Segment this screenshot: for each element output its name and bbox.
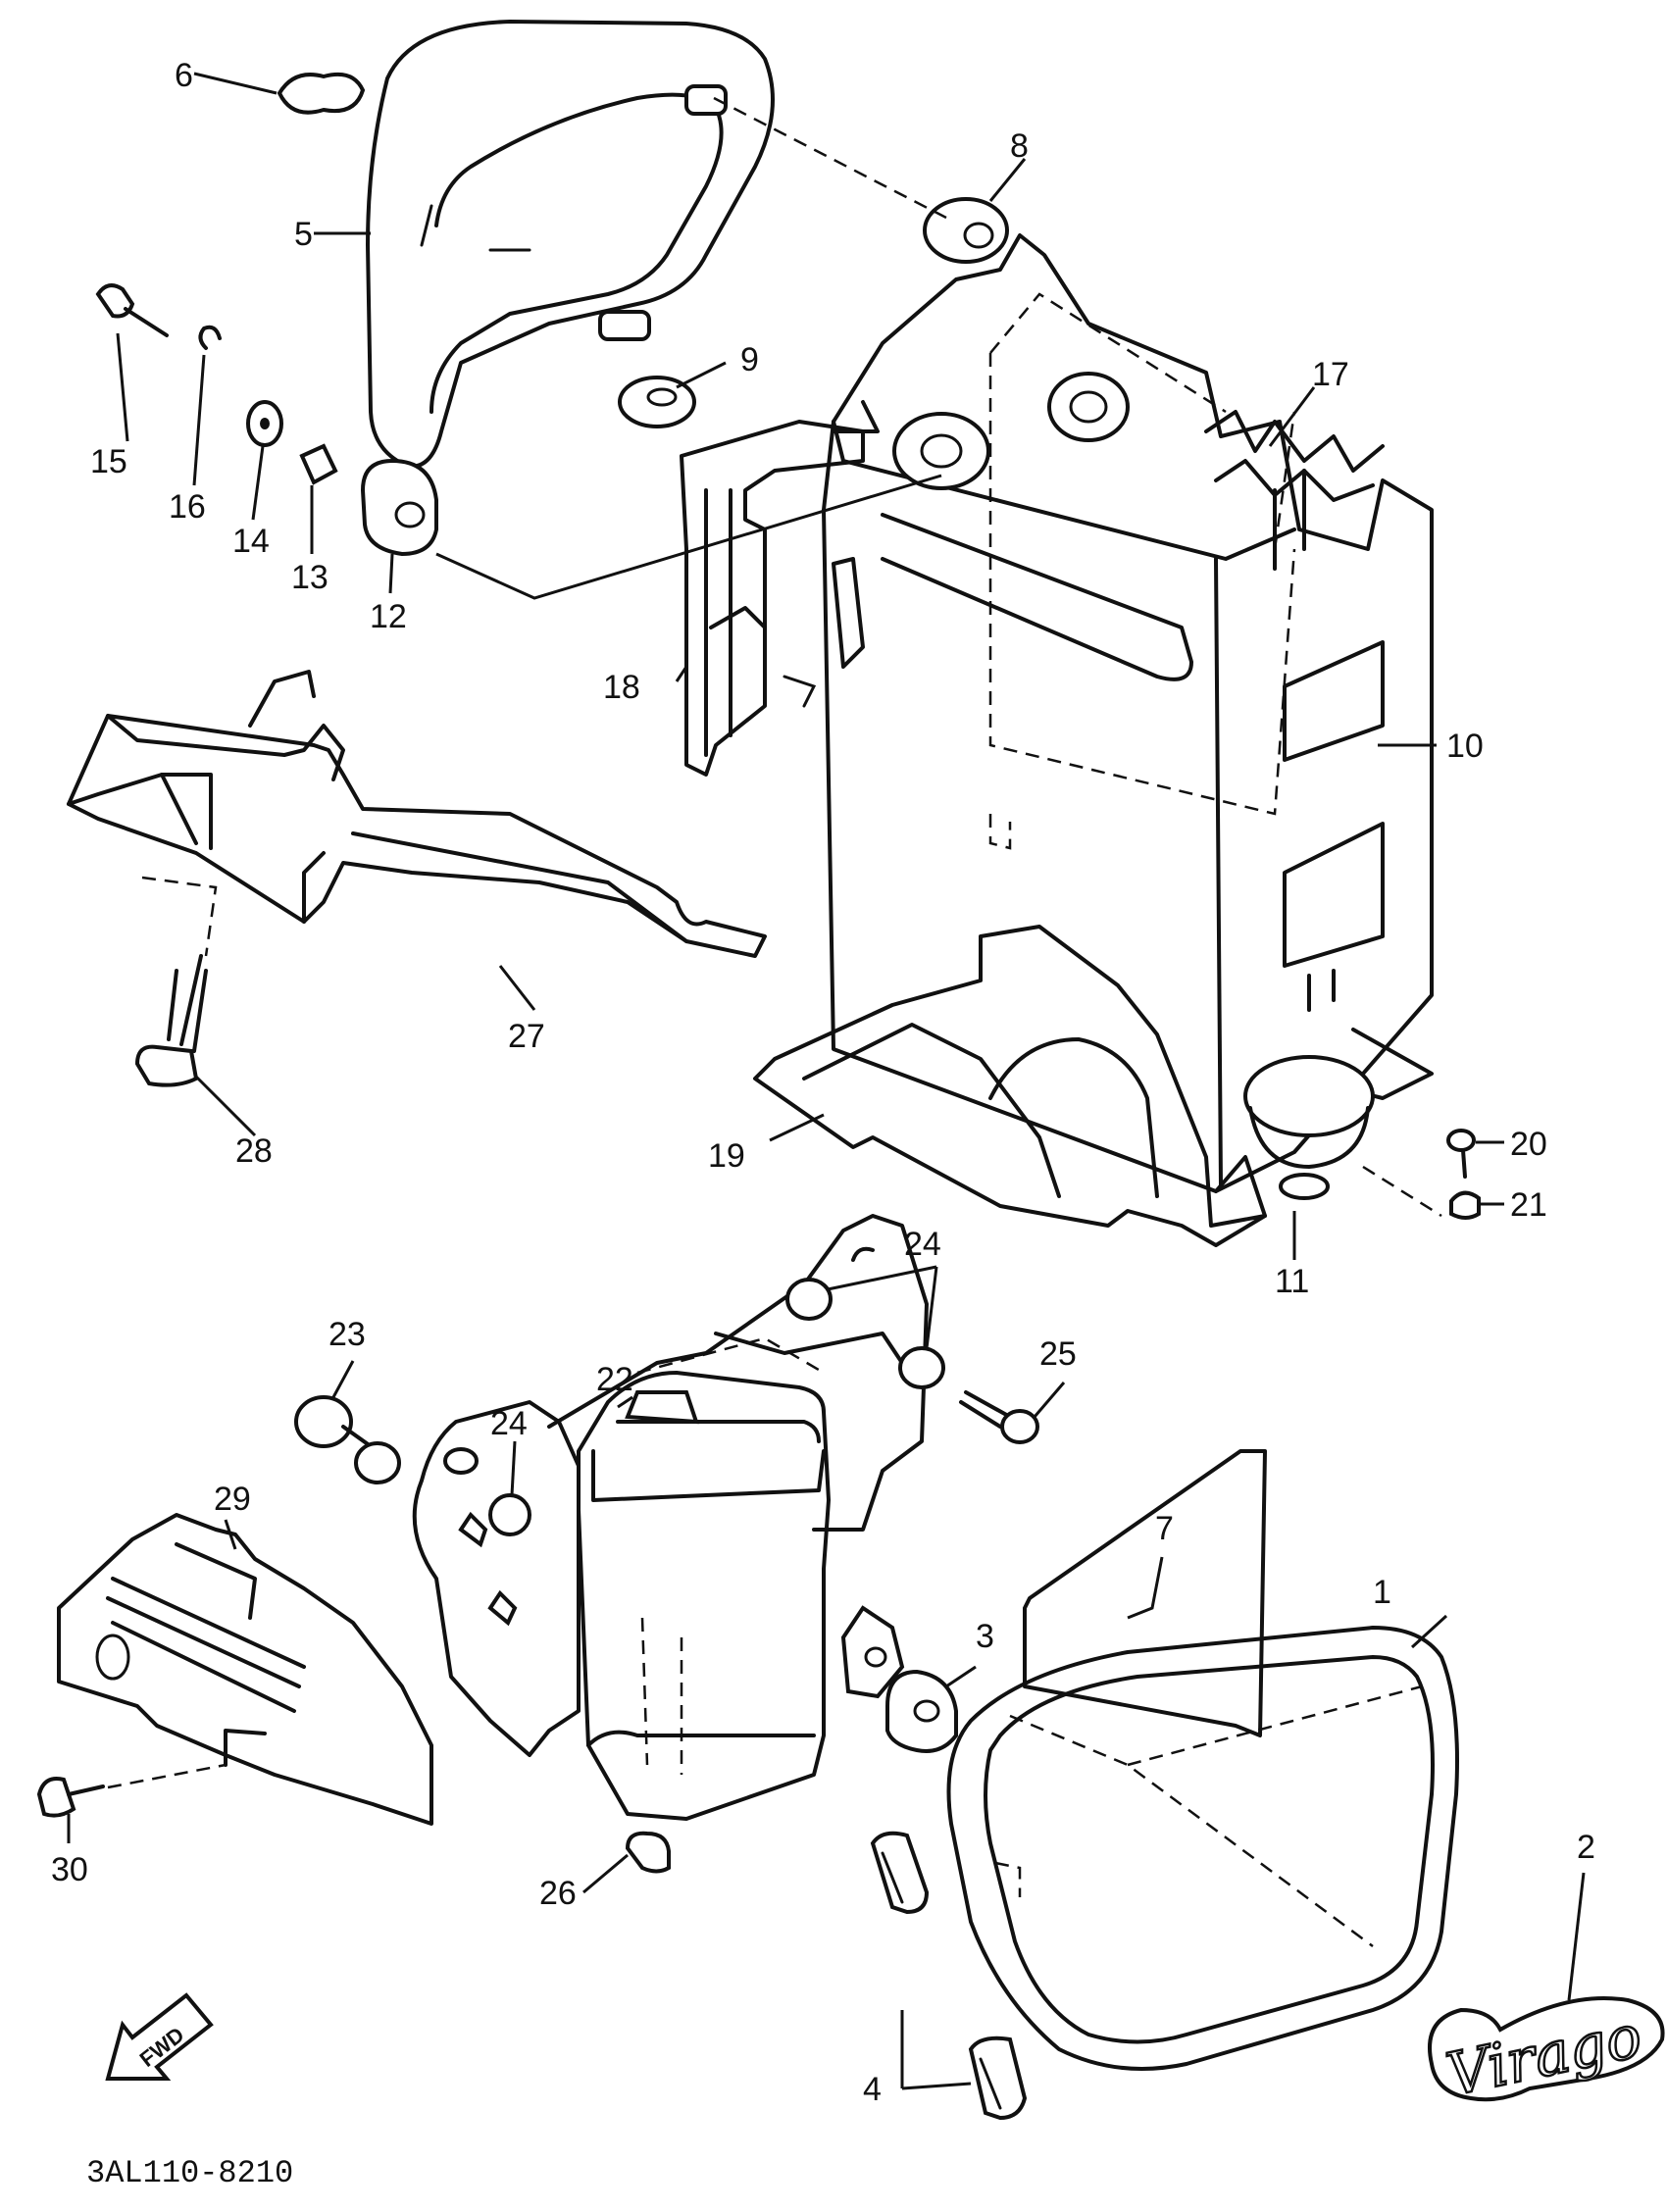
- callout-16: 16: [169, 488, 206, 526]
- grommet-12: [360, 458, 438, 557]
- callout-19: 19: [708, 1137, 745, 1175]
- callout-30: 30: [51, 1851, 88, 1888]
- side-cover-upper: [366, 20, 775, 469]
- callout-27: 27: [508, 1018, 545, 1055]
- callout-8: 8: [1010, 127, 1029, 165]
- callout-1: 1: [1373, 1574, 1391, 1611]
- callout-23: 23: [328, 1316, 366, 1353]
- callout-13: 13: [291, 559, 328, 596]
- collar-13: [299, 443, 338, 485]
- grommet-3: [885, 1669, 958, 1753]
- callout-14: 14: [232, 523, 270, 560]
- callout-15: 15: [90, 443, 127, 480]
- callout-18: 18: [603, 669, 640, 706]
- callout-22: 22: [596, 1361, 633, 1398]
- callout-21: 21: [1510, 1186, 1547, 1224]
- leader-lines: [67, 72, 1586, 2090]
- grommet-9: [618, 376, 696, 428]
- screw-20: [1446, 1129, 1476, 1179]
- callout-9: 9: [740, 341, 759, 378]
- screw-25: [959, 1390, 1039, 1444]
- callout-26: 26: [539, 1875, 577, 1912]
- tray-19: [753, 925, 1434, 1247]
- bolt-30: [36, 1777, 105, 1818]
- fwd-arrow-icon: FWD: [105, 1992, 214, 2081]
- callout-29: 29: [214, 1481, 251, 1518]
- cover-29: [57, 1513, 433, 1826]
- diagram-code: 3AL110-8210: [86, 2155, 293, 2191]
- callout-24b: 24: [490, 1405, 528, 1442]
- clip-16: [198, 325, 222, 350]
- callout-6: 6: [175, 57, 193, 94]
- cover-27: [67, 670, 767, 958]
- callout-17: 17: [1312, 356, 1349, 393]
- callout-25: 25: [1039, 1335, 1077, 1373]
- callout-12: 12: [370, 598, 407, 635]
- callout-7: 7: [1155, 1510, 1174, 1547]
- bracket-18: [680, 400, 880, 777]
- bolt-15: [95, 283, 169, 337]
- callout-3: 3: [976, 1618, 994, 1655]
- battery-band-17: [1204, 410, 1385, 571]
- nut-21: [1449, 1190, 1481, 1220]
- callout-5: 5: [294, 216, 313, 253]
- callout-11: 11: [1275, 1263, 1309, 1300]
- bolt-28: [134, 954, 208, 1087]
- washer-24: [488, 1278, 945, 1536]
- callout-24a: 24: [904, 1226, 941, 1263]
- grommet-6: [277, 72, 366, 115]
- grommet-26: [625, 1831, 671, 1874]
- virago-emblem: Virago: [1428, 1996, 1665, 2111]
- pad-4: [870, 1831, 1028, 2121]
- side-cover-lower: [946, 1626, 1459, 2071]
- panel-7: [1023, 1449, 1267, 1737]
- callout-10: 10: [1446, 728, 1484, 765]
- grommet-8: [923, 197, 1009, 264]
- washer-14: [246, 400, 283, 447]
- callout-28: 28: [235, 1132, 273, 1170]
- case-22: [412, 1214, 929, 1821]
- callouts: 1 2 3 4 5 6 7 8 9 10 11 12 13 14 15 16 1…: [51, 57, 1595, 2108]
- grommet-11: [1243, 1055, 1375, 1200]
- callout-20: 20: [1510, 1126, 1547, 1163]
- pin-23: [294, 1395, 401, 1484]
- callout-2: 2: [1577, 1829, 1595, 1866]
- callout-4: 4: [863, 2071, 882, 2108]
